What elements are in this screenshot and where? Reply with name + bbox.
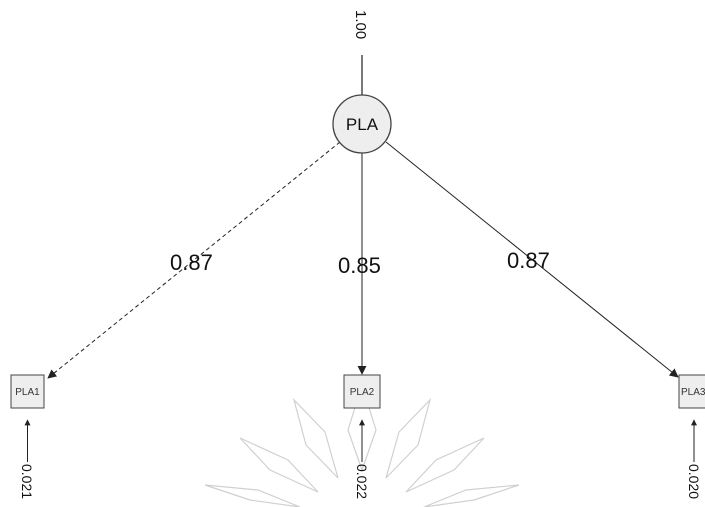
loading-label-pla3: 0.87	[507, 248, 550, 273]
indicator-box	[343, 374, 381, 409]
indicator-box	[678, 374, 705, 409]
indicator-node-pla3[interactable]: PLA3	[678, 374, 705, 409]
watermark-logo	[204, 382, 520, 507]
watermark-petal	[423, 484, 520, 507]
indicator-box	[10, 374, 45, 409]
loading-label-pla1: 0.87	[170, 250, 213, 275]
indicator-label: PLA3	[681, 387, 705, 398]
error-label-pla3: 0.020	[686, 464, 702, 499]
watermark-petal	[292, 397, 339, 479]
watermark-petal	[385, 397, 432, 479]
indicator-node-pla2[interactable]: PLA2	[343, 374, 381, 409]
error-label-pla1: 0.021	[19, 464, 35, 499]
error-label-pla2: 0.022	[354, 464, 370, 499]
loading-label-pla2: 0.85	[338, 253, 381, 278]
latent-node-pla[interactable]: PLA	[332, 94, 392, 154]
indicator-node-pla1[interactable]: PLA1	[10, 374, 45, 409]
indicator-label: PLA2	[350, 387, 375, 398]
watermark-petal	[239, 437, 319, 493]
latent-node-circle	[332, 94, 392, 154]
watermark-petal	[405, 437, 485, 493]
latent-node-label: PLA	[346, 115, 379, 134]
latent-variance-label: 1.00	[352, 10, 369, 39]
indicator-label: PLA1	[15, 387, 40, 398]
watermark-petal	[204, 484, 301, 507]
path-pla-pla3	[385, 141, 679, 378]
